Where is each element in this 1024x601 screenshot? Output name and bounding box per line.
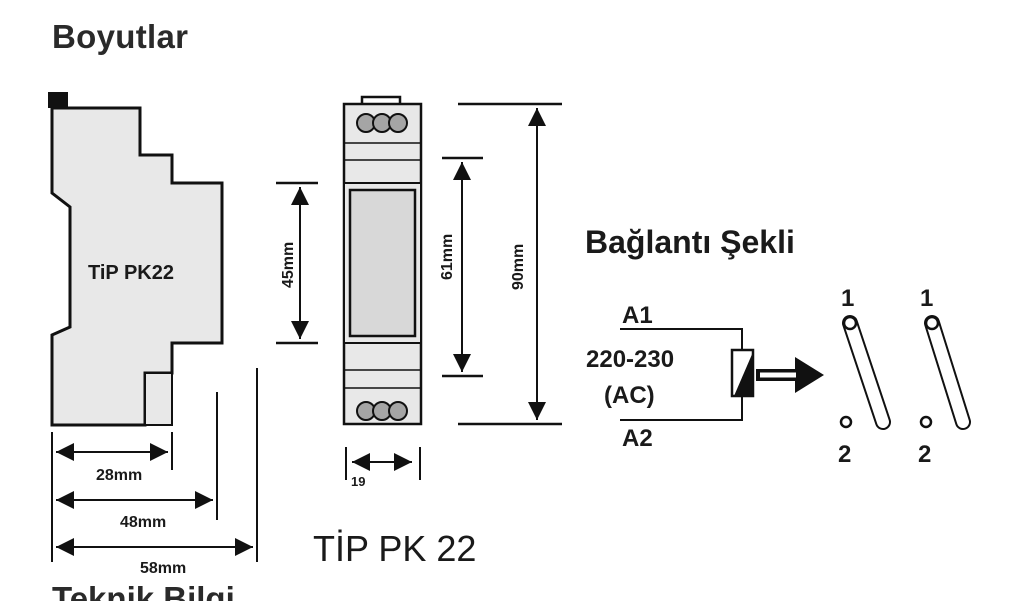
- width-label-58: 58mm: [140, 560, 186, 577]
- side-view-bottom-notch: [144, 372, 173, 426]
- front-width-label: 19: [351, 474, 365, 489]
- contact2-fixed: [919, 415, 933, 429]
- front-width-dimension: 19: [345, 447, 421, 489]
- contact1-fixed: [839, 415, 853, 429]
- width-dimensions: 28mm 48mm 58mm: [51, 368, 258, 577]
- side-view-type-label: TiP PK22: [88, 262, 174, 284]
- contact2-blade: [926, 317, 969, 428]
- width-label-48: 48mm: [120, 514, 166, 531]
- next-section-heading: Teknik Bilgi: [52, 580, 235, 601]
- front-view-top-clip: [360, 95, 402, 104]
- contact1-switch: [839, 315, 891, 430]
- wire-a2: [620, 396, 743, 421]
- bottom-terminals: [356, 401, 408, 421]
- contact1-blade: [844, 317, 889, 428]
- terminal-a2-label: A2: [622, 425, 653, 452]
- relay-coil-mark: [734, 352, 753, 396]
- type-caption: TİP PK 22: [313, 528, 476, 569]
- contact2-bottom-label: 2: [918, 441, 931, 468]
- wire-a1: [620, 328, 743, 350]
- side-view-body: [50, 95, 224, 427]
- side-view-top-tab: [48, 92, 68, 108]
- side-view: TiP PK22: [48, 92, 224, 427]
- connection-diagram: Bağlantı Şekli A1 220-230 (AC) A2 1 2: [585, 224, 971, 468]
- page-title: Boyutlar: [52, 18, 189, 55]
- contact2-top-label: 1: [920, 285, 933, 312]
- contact1-top-label: 1: [841, 285, 854, 312]
- front-view-window: [348, 188, 417, 338]
- connection-title: Bağlantı Şekli: [585, 224, 795, 260]
- current-type-label: (AC): [604, 382, 655, 409]
- height-dimension: 45mm: [276, 181, 318, 345]
- width-label-28: 28mm: [96, 467, 142, 484]
- window-label: 61mm: [439, 234, 456, 280]
- height-label: 45mm: [280, 242, 297, 288]
- front-view: [342, 95, 423, 426]
- total-label: 90mm: [510, 244, 527, 290]
- side-view-bottom-hook: [51, 326, 71, 336]
- top-terminal-3: [388, 113, 408, 133]
- voltage-label: 220-230: [586, 346, 674, 373]
- window-dimension: 61mm: [439, 156, 483, 378]
- total-dimension: 90mm: [458, 102, 562, 426]
- contact2-pivot: [924, 315, 940, 331]
- terminal-a1-label: A1: [622, 302, 653, 329]
- contact2-switch: [919, 315, 971, 430]
- bottom-terminal-3: [388, 401, 408, 421]
- top-terminals: [356, 113, 408, 133]
- contact1-pivot: [842, 315, 858, 331]
- side-view-top-hook: [51, 192, 71, 208]
- contact1-bottom-label: 2: [838, 441, 851, 468]
